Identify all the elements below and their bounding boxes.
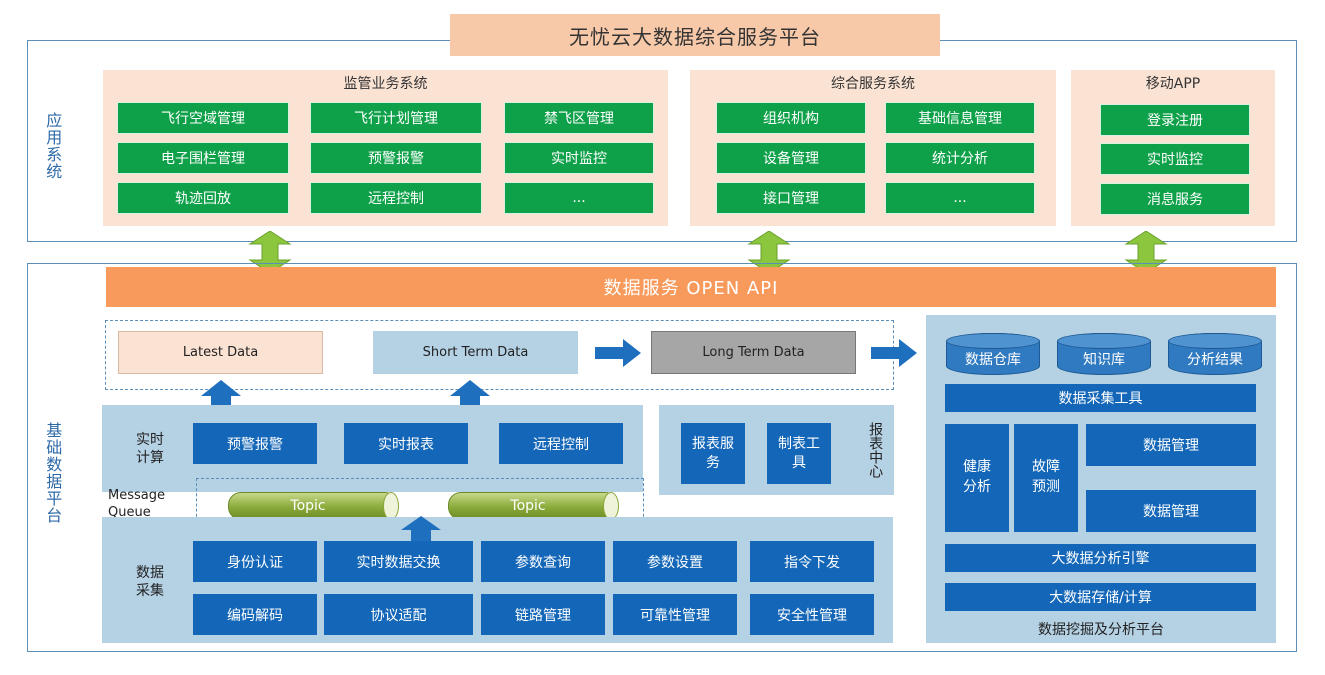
- page-title: 无忧云大数据综合服务平台: [450, 14, 940, 56]
- statistics-analysis-button[interactable]: 统计分析: [885, 142, 1035, 174]
- double-arrow-icon: [248, 231, 292, 273]
- integrated-service-title: 综合服务系统: [831, 76, 915, 92]
- open-api-bar: 数据服务 OPEN API: [106, 267, 1276, 307]
- data-collection-tool-button[interactable]: 数据采集工具: [945, 384, 1256, 412]
- realtime-alarm-button[interactable]: 预警报警: [193, 423, 317, 464]
- more-supervision-button[interactable]: ...: [504, 182, 654, 214]
- double-arrow-icon: [1124, 231, 1168, 273]
- analysis-engine-button[interactable]: 大数据分析引擎: [945, 544, 1256, 572]
- data-management-button[interactable]: 数据管理: [1086, 490, 1256, 532]
- data-warehouse-store: 数据仓库: [946, 333, 1040, 375]
- realtime-monitoring-button[interactable]: 实时监控: [504, 142, 654, 174]
- knowledge-base-label: 知识库: [1083, 352, 1125, 368]
- storage-compute-button[interactable]: 大数据存储/计算: [945, 583, 1256, 611]
- analysis-results-label: 分析结果: [1187, 352, 1243, 368]
- mining-platform-caption: 数据挖掘及分析平台: [1038, 621, 1164, 638]
- no-fly-zone-management-button[interactable]: 禁飞区管理: [504, 102, 654, 134]
- realtime-report-button[interactable]: 实时报表: [344, 423, 468, 464]
- realtime-exchange-button[interactable]: 实时数据交换: [324, 541, 473, 582]
- realtime-computing-label: 实时计算: [136, 431, 164, 466]
- message-queue-label: Message Queue: [108, 488, 165, 520]
- right-arrow-icon: [595, 339, 641, 367]
- interface-management-button[interactable]: 接口管理: [716, 182, 866, 214]
- data-collection-label: 数据采集: [136, 564, 164, 599]
- login-register-button[interactable]: 登录注册: [1100, 104, 1250, 136]
- realtime-remote-control-button[interactable]: 远程控制: [499, 423, 623, 464]
- security-management-button[interactable]: 安全性管理: [750, 594, 874, 635]
- pipe-end: [383, 492, 399, 520]
- double-arrow-icon: [747, 231, 791, 273]
- long-term-data-box: Long Term Data: [651, 331, 856, 374]
- latest-data-box: Latest Data: [118, 331, 323, 374]
- param-query-button[interactable]: 参数查询: [481, 541, 605, 582]
- basic-info-management-button[interactable]: 基础信息管理: [885, 102, 1035, 134]
- track-playback-button[interactable]: 轨迹回放: [117, 182, 289, 214]
- pipe-end: [603, 492, 619, 520]
- up-arrow-icon: [401, 516, 441, 544]
- topic-pipe: Topic: [448, 492, 619, 520]
- fault-prediction-button[interactable]: 故障预测: [1014, 424, 1078, 532]
- flight-plan-management-button[interactable]: 飞行计划管理: [310, 102, 482, 134]
- alarm-warning-button[interactable]: 预警报警: [310, 142, 482, 174]
- cylinder-top: [946, 333, 1040, 349]
- supervision-system-title: 监管业务系统: [343, 76, 428, 92]
- protocol-adapt-button[interactable]: 协议适配: [324, 594, 473, 635]
- cylinder-top: [1057, 333, 1151, 349]
- command-dispatch-button[interactable]: 指令下发: [750, 541, 874, 582]
- knowledge-base-store: 知识库: [1057, 333, 1151, 375]
- topic-pipe: Topic: [228, 492, 399, 520]
- mobile-realtime-monitoring-button[interactable]: 实时监控: [1100, 143, 1250, 175]
- identity-auth-button[interactable]: 身份认证: [193, 541, 317, 582]
- device-management-button[interactable]: 设备管理: [716, 142, 866, 174]
- codec-button[interactable]: 编码解码: [193, 594, 317, 635]
- mobile-app-title: 移动APP: [1145, 76, 1201, 92]
- topic-label: Topic: [510, 498, 546, 514]
- param-setting-button[interactable]: 参数设置: [613, 541, 737, 582]
- short-term-data-box: Short Term Data: [373, 331, 578, 374]
- application-layer-label: 应用系统: [43, 112, 63, 180]
- analysis-results-store: 分析结果: [1168, 333, 1262, 375]
- report-tool-button[interactable]: 制表工具: [767, 423, 831, 484]
- data-management-button[interactable]: 数据管理: [1086, 424, 1256, 466]
- message-service-button[interactable]: 消息服务: [1100, 183, 1250, 215]
- reliability-management-button[interactable]: 可靠性管理: [613, 594, 737, 635]
- remote-control-button[interactable]: 远程控制: [310, 182, 482, 214]
- health-analysis-button[interactable]: 健康分析: [945, 424, 1009, 532]
- data-warehouse-label: 数据仓库: [965, 352, 1021, 368]
- right-arrow-icon: [871, 339, 917, 367]
- cylinder-top: [1168, 333, 1262, 349]
- airspace-management-button[interactable]: 飞行空域管理: [117, 102, 289, 134]
- report-center-label: 报表中心: [867, 422, 884, 478]
- organization-button[interactable]: 组织机构: [716, 102, 866, 134]
- base-data-platform-frame: [27, 263, 1297, 652]
- more-integrated-button[interactable]: ...: [885, 182, 1035, 214]
- geofence-management-button[interactable]: 电子围栏管理: [117, 142, 289, 174]
- link-management-button[interactable]: 链路管理: [481, 594, 605, 635]
- base-data-platform-label: 基础数据平台: [43, 422, 63, 524]
- report-service-button[interactable]: 报表服务: [681, 423, 745, 484]
- topic-label: Topic: [290, 498, 326, 514]
